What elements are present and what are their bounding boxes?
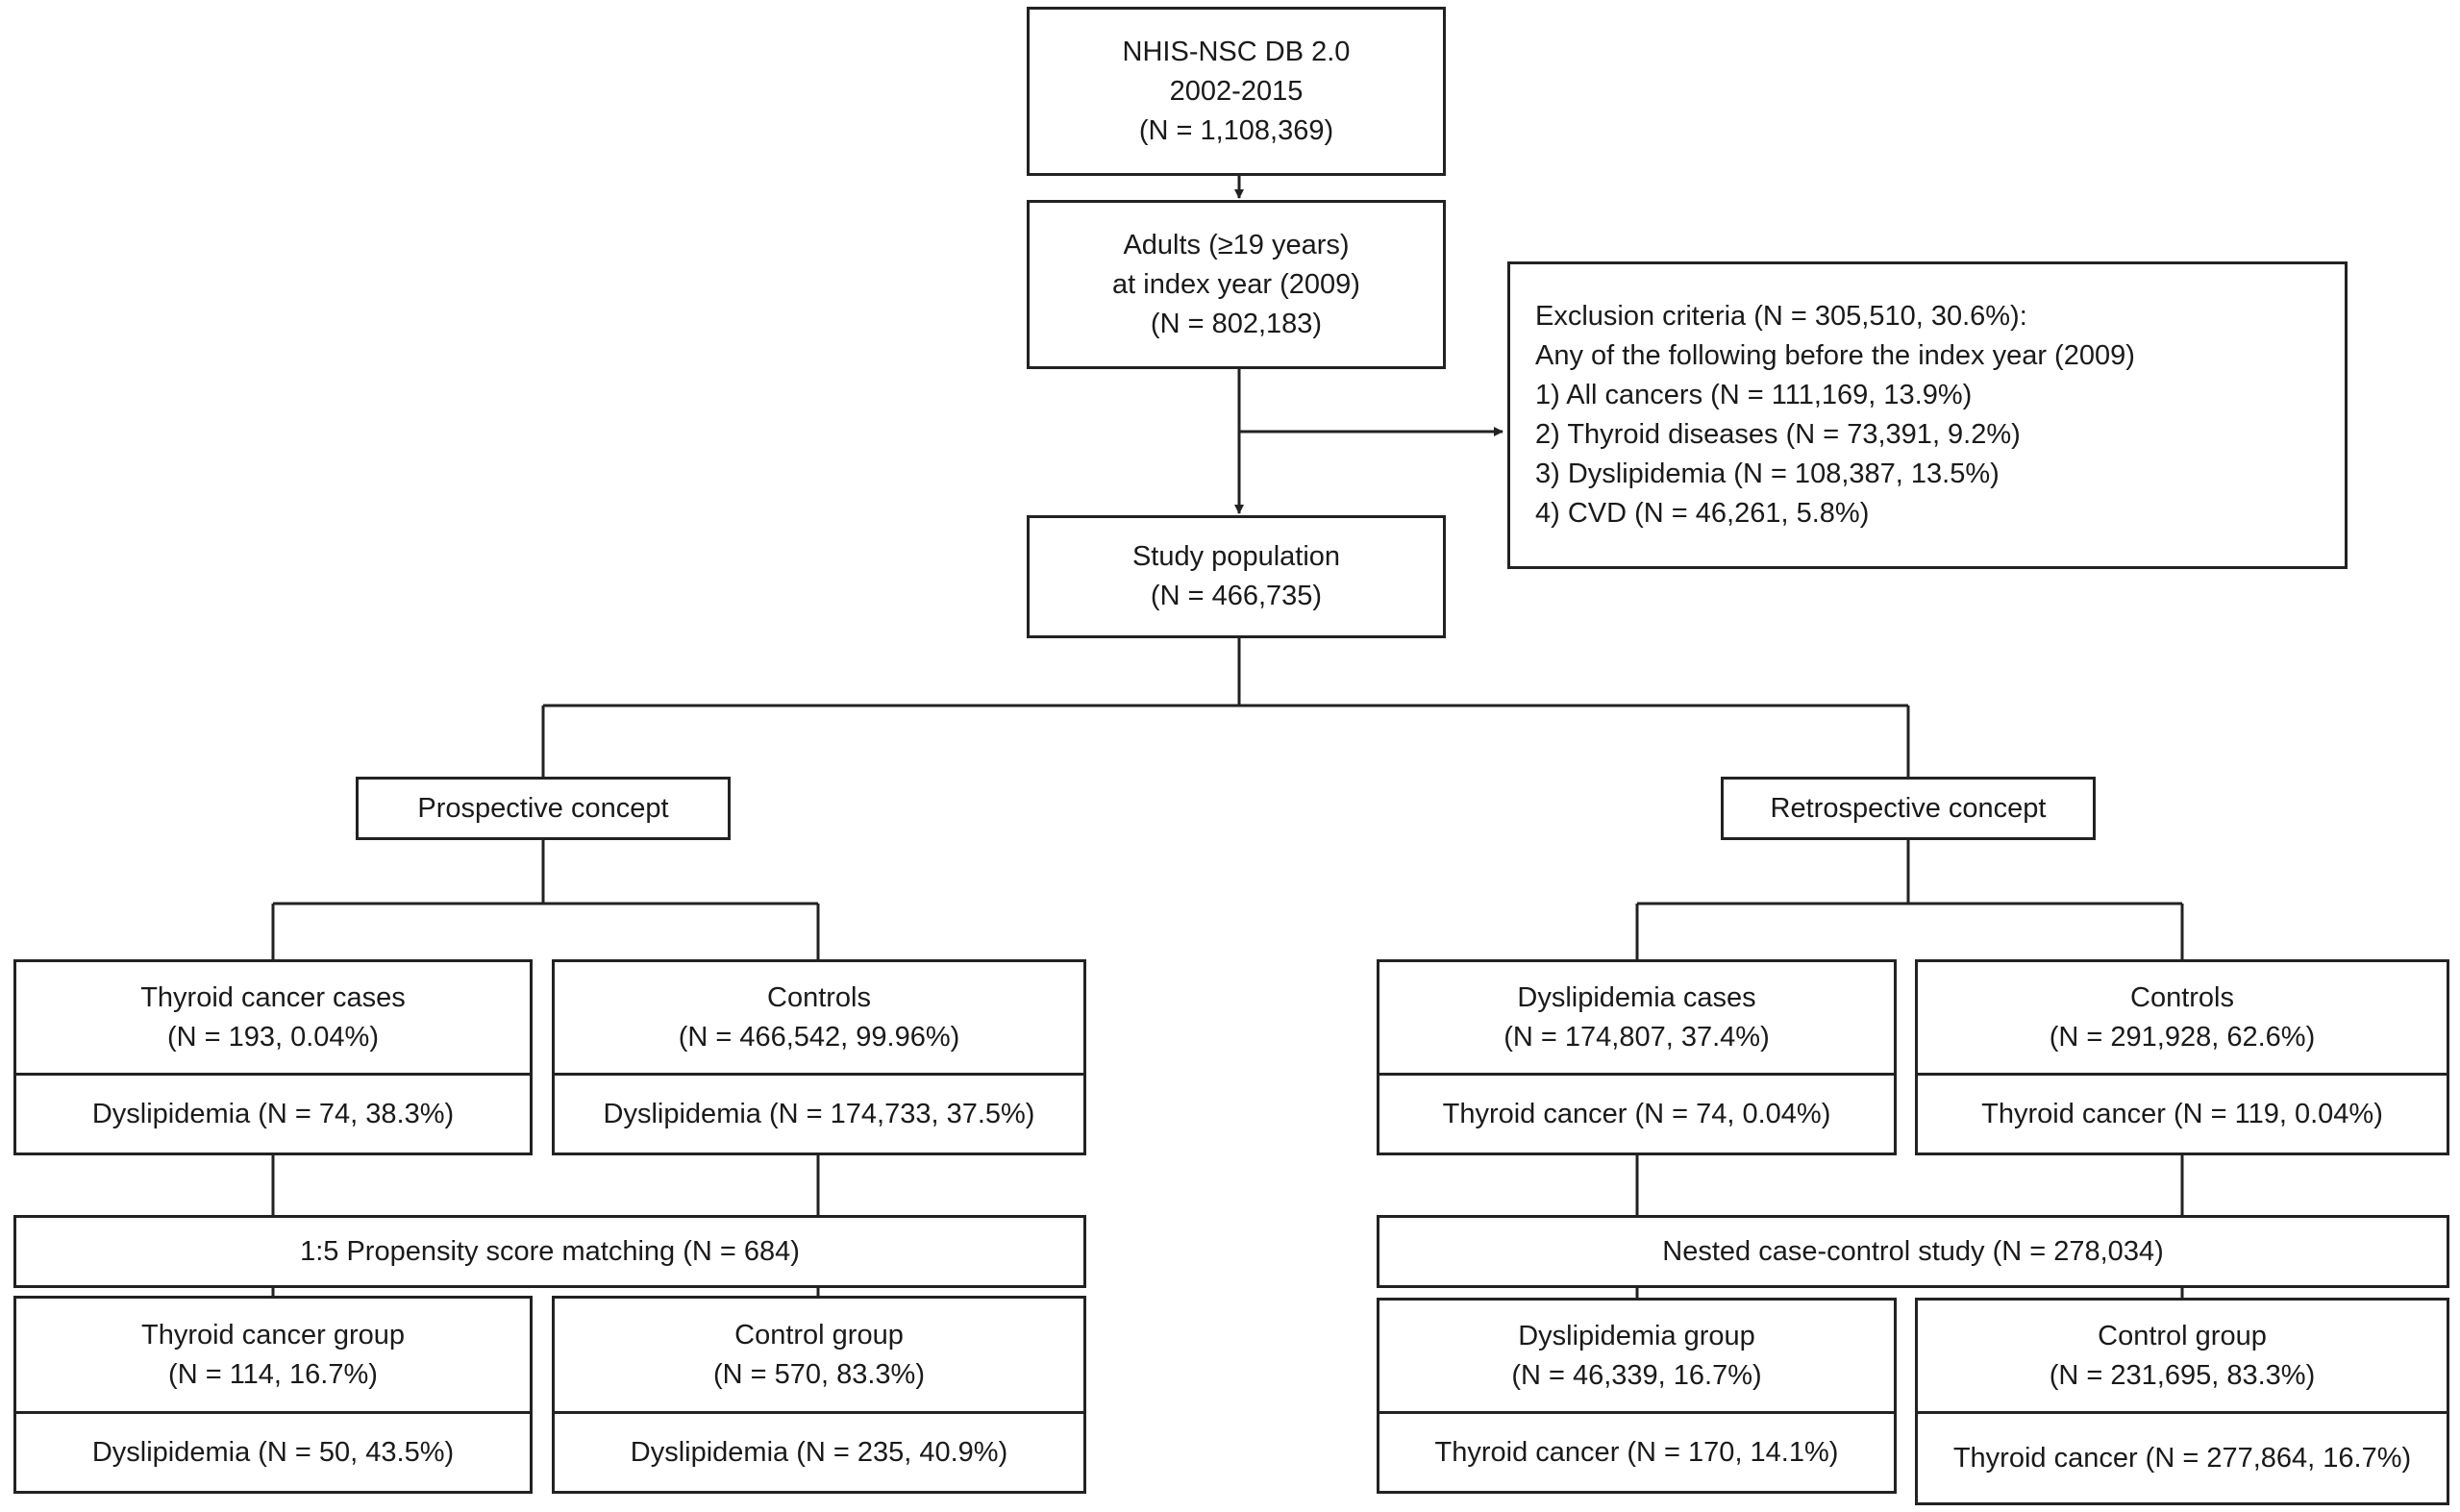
prospective-concept-box: Prospective concept (356, 777, 731, 840)
study-population-box: Study population (N = 466,735) (1027, 515, 1446, 638)
pro-cases-line-2: (N = 193, 0.04%) (166, 1021, 380, 1053)
adults-line-3: (N = 802,183) (1150, 308, 1323, 339)
nested-case-control-box: Nested case-control study (N = 278,034) (1377, 1215, 2449, 1288)
retrospective-controls-box: Controls (N = 291,928, 62.6%) Thyroid ca… (1915, 959, 2449, 1155)
pro-group-b-line-1: Control group (734, 1319, 904, 1351)
retrospective-label: Retrospective concept (1770, 792, 2047, 824)
adults-line-2: at index year (2009) (1112, 268, 1360, 300)
exclusion-criteria-box: Exclusion criteria (N = 305,510, 30.6%):… (1507, 261, 2348, 569)
study-line-1: Study population (1131, 541, 1341, 572)
retrospective-concept-box: Retrospective concept (1721, 777, 2096, 840)
retro-group-a-line-1: Dyslipidemia group (1518, 1320, 1755, 1351)
exclusion-line-1: Exclusion criteria (N = 305,510, 30.6%): (1535, 301, 2027, 332)
pro-controls-line-1: Controls (767, 981, 871, 1013)
source-line-3: (N = 1,108,369) (1138, 114, 1334, 146)
pro-cases-sub: Dyslipidemia (N = 74, 38.3%) (91, 1098, 455, 1129)
pro-group-b-line-2: (N = 570, 83.3%) (712, 1358, 926, 1390)
retro-cases-sub: Thyroid cancer (N = 74, 0.04%) (1442, 1098, 1831, 1129)
exclusion-line-2: Any of the following before the index ye… (1535, 340, 2135, 371)
dyslipidemia-group-box: Dyslipidemia group (N = 46,339, 16.7%) T… (1377, 1298, 1897, 1494)
adults-line-1: Adults (≥19 years) (1123, 229, 1350, 260)
exclusion-line-6: 4) CVD (N = 46,261, 5.8%) (1535, 498, 1870, 529)
source-line-1: NHIS-NSC DB 2.0 (1122, 36, 1351, 67)
propensity-matching-box: 1:5 Propensity score matching (N = 684) (13, 1215, 1086, 1288)
retro-cases-line-2: (N = 174,807, 37.4%) (1503, 1021, 1770, 1053)
adults-box: Adults (≥19 years) at index year (2009) … (1027, 200, 1446, 369)
pro-controls-sub: Dyslipidemia (N = 174,733, 37.5%) (603, 1098, 1035, 1129)
exclusion-line-4: 2) Thyroid diseases (N = 73,391, 9.2%) (1535, 419, 2021, 450)
retro-matching-label: Nested case-control study (N = 278,034) (1662, 1235, 2164, 1267)
source-database-box: NHIS-NSC DB 2.0 2002-2015 (N = 1,108,369… (1027, 7, 1446, 176)
pro-matching-label: 1:5 Propensity score matching (N = 684) (300, 1235, 800, 1267)
pro-group-a-sub: Dyslipidemia (N = 50, 43.5%) (91, 1436, 455, 1468)
prospective-controls-box: Controls (N = 466,542, 99.96%) Dyslipide… (552, 959, 1086, 1155)
retrospective-control-group-box: Control group (N = 231,695, 83.3%) Thyro… (1915, 1298, 2449, 1505)
retro-group-a-line-2: (N = 46,339, 16.7%) (1511, 1359, 1762, 1391)
study-line-2: (N = 466,735) (1150, 581, 1323, 611)
retro-group-a-sub: Thyroid cancer (N = 170, 14.1%) (1434, 1436, 1839, 1468)
retro-controls-line-1: Controls (2130, 981, 2234, 1013)
dyslipidemia-cases-box: Dyslipidemia cases (N = 174,807, 37.4%) … (1377, 959, 1897, 1155)
retro-group-b-line-1: Control group (2098, 1320, 2267, 1351)
pro-group-a-line-1: Thyroid cancer group (140, 1319, 406, 1351)
pro-group-b-sub: Dyslipidemia (N = 235, 40.9%) (630, 1436, 1008, 1468)
retro-cases-line-1: Dyslipidemia cases (1517, 981, 1756, 1013)
prospective-label: Prospective concept (417, 792, 669, 824)
retro-controls-sub: Thyroid cancer (N = 119, 0.04%) (1981, 1098, 2383, 1129)
exclusion-line-5: 3) Dyslipidemia (N = 108,387, 13.5%) (1535, 459, 2000, 489)
pro-cases-line-1: Thyroid cancer cases (140, 981, 406, 1013)
retro-group-b-line-2: (N = 231,695, 83.3%) (2049, 1359, 2316, 1391)
retro-controls-line-2: (N = 291,928, 62.6%) (2049, 1021, 2316, 1053)
thyroid-cancer-group-box: Thyroid cancer group (N = 114, 16.7%) Dy… (13, 1296, 533, 1494)
exclusion-line-3: 1) All cancers (N = 111,169, 13.9%) (1535, 380, 1973, 410)
retro-group-b-sub: Thyroid cancer (N = 277,864, 16.7%) (1952, 1442, 2412, 1474)
pro-controls-line-2: (N = 466,542, 99.96%) (678, 1021, 960, 1053)
pro-group-a-line-2: (N = 114, 16.7%) (168, 1358, 378, 1390)
thyroid-cancer-cases-box: Thyroid cancer cases (N = 193, 0.04%) Dy… (13, 959, 533, 1155)
prospective-control-group-box: Control group (N = 570, 83.3%) Dyslipide… (552, 1296, 1086, 1494)
source-line-2: 2002-2015 (1169, 75, 1304, 107)
